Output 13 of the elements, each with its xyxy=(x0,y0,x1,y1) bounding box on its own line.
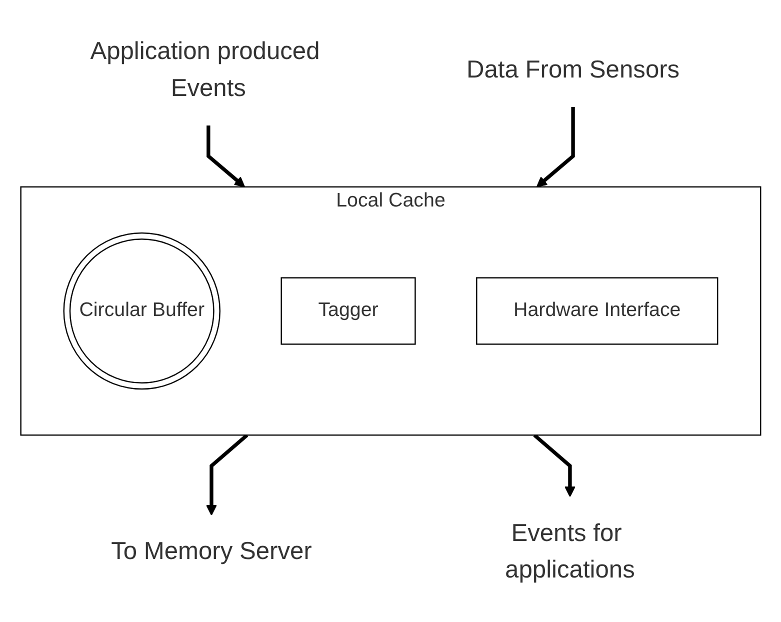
diagram-drawing: Local Cache Circular Buffer Tagger Hardware Interface To Memory Server Events for applications Application produced Events Data From Sensors xyxy=(10,5,770,617)
node-box xyxy=(280,277,416,345)
node-text: To Memory Server xyxy=(110,538,312,566)
arrow xyxy=(206,434,248,516)
arrow xyxy=(206,125,245,188)
node-text: Application produced Events xyxy=(90,38,320,102)
node-text: Data From Sensors xyxy=(466,56,680,84)
node-text: Events for applications xyxy=(504,520,635,584)
arrow xyxy=(532,434,576,498)
arrow xyxy=(536,107,575,188)
cluster xyxy=(20,186,761,436)
node-box xyxy=(476,277,718,345)
node-circle xyxy=(63,232,220,390)
